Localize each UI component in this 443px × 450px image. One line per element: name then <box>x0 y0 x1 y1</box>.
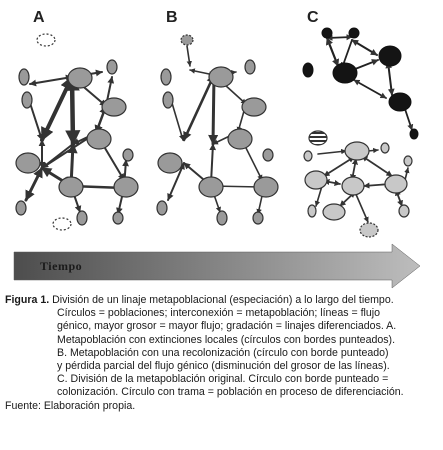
figure-label: Figura 1. <box>5 294 50 306</box>
panel-label-b: B <box>166 9 178 26</box>
population-node <box>398 204 410 218</box>
population-node <box>216 210 228 226</box>
population-node <box>403 155 413 167</box>
population-node <box>21 91 33 109</box>
population-node <box>67 67 93 89</box>
population-node <box>122 148 134 162</box>
population-node <box>198 176 224 198</box>
population-node <box>409 128 419 140</box>
population-node <box>101 97 127 117</box>
population-node <box>262 148 274 162</box>
population-node <box>86 128 112 150</box>
panel-a-populations <box>15 33 139 231</box>
caption-text: colonización. Círculo con trama = poblac… <box>57 386 404 399</box>
population-node <box>252 211 264 225</box>
population-node <box>341 176 365 196</box>
caption-text: Círculos = poblaciones; interconexión = … <box>57 307 381 320</box>
time-arrow-label: Tiempo <box>40 259 82 273</box>
population-node <box>253 176 279 198</box>
caption-line-1: Figura 1. División de un linaje metapobl… <box>5 294 439 307</box>
population-node <box>156 200 168 216</box>
population-node <box>332 62 358 84</box>
recolonized-population <box>180 34 194 46</box>
population-node <box>302 62 314 78</box>
caption-text: génico, mayor grosor = mayor flujo; grad… <box>57 320 397 333</box>
population-node <box>348 27 360 39</box>
population-node <box>378 45 402 67</box>
population-node <box>112 211 124 225</box>
panel-label-a: A <box>33 9 45 26</box>
population-node <box>227 128 253 150</box>
time-arrow: Tiempo <box>13 243 421 289</box>
panel-c-lineage-1-populations <box>302 27 419 140</box>
population-node <box>244 59 256 75</box>
caption-text: B. Metapoblación con una recolonización … <box>57 346 389 359</box>
population-node <box>162 91 174 109</box>
population-node <box>106 59 118 75</box>
population-node <box>321 27 333 39</box>
population-node <box>304 170 328 190</box>
population-node <box>322 203 346 221</box>
panel-label-c: C <box>307 9 319 26</box>
caption-text: División de un linaje metapoblacional (e… <box>52 294 394 306</box>
population-node <box>15 152 41 174</box>
population-node <box>384 174 408 194</box>
population-node <box>344 141 370 161</box>
extinct-population <box>36 33 56 47</box>
colonizing-population <box>359 222 379 238</box>
population-node <box>380 142 390 154</box>
population-node <box>388 92 412 112</box>
source-note: Fuente: Elaboración propia. <box>5 399 136 412</box>
population-node <box>160 68 172 86</box>
panel-c-lineage-2-populations <box>303 130 413 238</box>
population-node <box>307 204 317 218</box>
differentiating-population <box>308 130 328 146</box>
caption-text: C. División de la metapoblación original… <box>57 373 389 386</box>
population-node <box>113 176 139 198</box>
population-node <box>303 150 313 162</box>
caption-text: y pérdida parcial del flujo génico (dism… <box>57 360 390 373</box>
population-node <box>157 152 183 174</box>
population-node <box>241 97 267 117</box>
extinct-population <box>52 217 72 231</box>
population-node <box>18 68 30 86</box>
panel-b-populations <box>156 34 279 226</box>
caption-text: Metapoblación con extinciones locales (c… <box>57 333 396 346</box>
population-node <box>76 210 88 226</box>
population-node <box>15 200 27 216</box>
figure-caption: Figura 1. División de un linaje metapobl… <box>5 294 439 413</box>
diagram-figure: A B C <box>13 9 421 289</box>
population-node <box>208 66 234 88</box>
population-node <box>58 176 84 198</box>
